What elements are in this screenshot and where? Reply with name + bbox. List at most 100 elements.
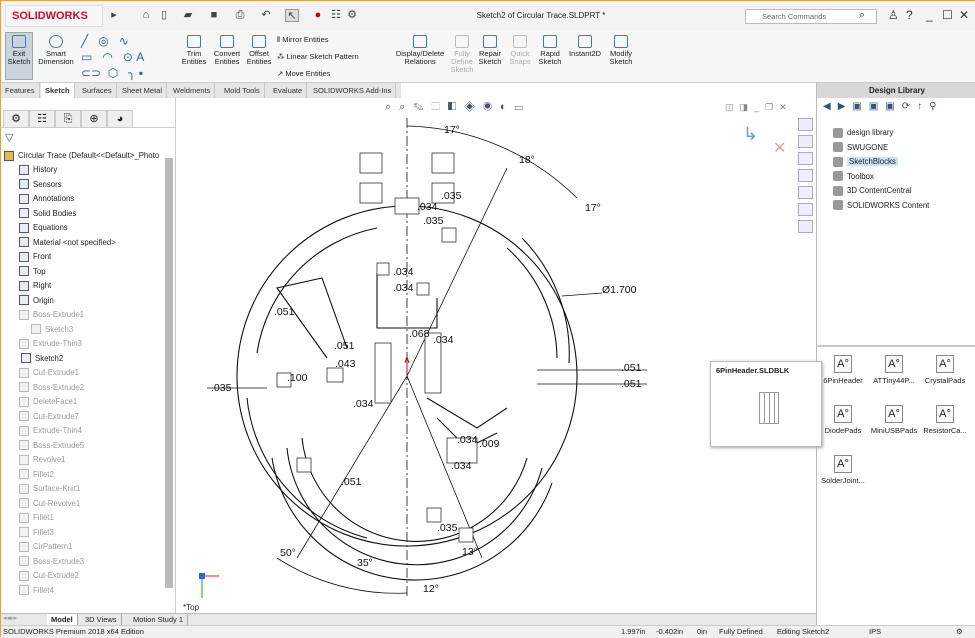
tree-item[interactable]: Cut-Revolve1 xyxy=(19,497,80,511)
tree-item[interactable]: Sketch2 xyxy=(21,352,63,366)
solidworks-logo[interactable]: SOLIDWORKS xyxy=(5,5,103,27)
tree-item[interactable]: Fillet3 xyxy=(19,526,54,540)
point-icon[interactable]: ▪ xyxy=(138,66,144,80)
exit-sketch-button[interactable]: Exit Sketch xyxy=(5,32,33,80)
library-item[interactable]: SOLIDWORKS Content xyxy=(825,199,929,213)
tree-item[interactable]: Boss-Extrude3 xyxy=(19,555,84,569)
tree-item[interactable]: Cut-Extrude2 xyxy=(19,569,79,583)
tree-item[interactable]: Boss-Extrude1 xyxy=(19,308,84,322)
expand-menu-icon[interactable]: ▸ xyxy=(111,9,117,21)
library-item[interactable]: SWUGONE xyxy=(825,141,888,155)
fillet-icon[interactable]: ╮ xyxy=(128,66,136,80)
dimension-label[interactable]: .051 xyxy=(621,362,642,374)
tab-sheet-metal[interactable]: Sheet Metal xyxy=(118,83,168,98)
tree-item[interactable]: History xyxy=(19,163,57,177)
home-icon[interactable]: ⌂ xyxy=(142,9,150,21)
rebuild-icon[interactable]: ● xyxy=(314,9,322,21)
tree-item[interactable]: DeleteFace1 xyxy=(19,395,77,409)
tab-weldments[interactable]: Weldments xyxy=(169,83,216,98)
tree-item[interactable]: Front xyxy=(19,250,51,264)
rebuild-status-icon[interactable]: ⚙ xyxy=(956,627,963,636)
tab-motion-study[interactable]: Motion Study 1 xyxy=(129,614,189,626)
library-item[interactable]: 3D ContentCentral xyxy=(825,184,912,198)
dimension-label[interactable]: .035 xyxy=(441,190,462,202)
display-delete-relations-button[interactable]: Display/Delete Relations xyxy=(393,33,447,66)
tree-item[interactable]: Fillet4 xyxy=(19,584,54,598)
ellipse-icon[interactable]: ⊙ xyxy=(122,50,133,64)
text-icon[interactable]: A xyxy=(136,50,145,64)
task-pane-resources-tab[interactable] xyxy=(798,135,813,148)
tree-item[interactable]: Annotations xyxy=(19,192,74,206)
dimension-label[interactable]: .034 xyxy=(451,460,472,472)
sketch-block-item[interactable]: A°MiniUSBPads xyxy=(868,405,920,435)
sketch-block-item[interactable]: A°ResistorCa... xyxy=(919,405,971,435)
dimension-label[interactable]: 13° xyxy=(462,546,478,558)
dimension-label[interactable]: 17° xyxy=(585,202,601,214)
search-commands-input[interactable]: Search Commands xyxy=(745,9,877,24)
dimension-label[interactable]: 17° xyxy=(444,124,460,136)
dimension-label[interactable]: .051 xyxy=(274,306,295,318)
tree-item[interactable]: Equations xyxy=(19,221,68,235)
convert-entities-button[interactable]: Convert Entities xyxy=(211,33,243,66)
modify-sketch-button[interactable]: Modify Sketch xyxy=(605,33,637,66)
rectangle-icon[interactable]: ▭ xyxy=(81,50,93,64)
property-manager-tab[interactable]: ☷ xyxy=(29,110,55,128)
sketch-block-item[interactable]: A°ATTiny44P... xyxy=(868,355,920,385)
library-item[interactable]: SketchBlocks xyxy=(825,155,898,169)
sketch-block-item[interactable]: A°DiodePads xyxy=(817,405,869,435)
tree-item[interactable]: Origin xyxy=(19,294,54,308)
tab-evaluate[interactable]: Evaluate xyxy=(269,83,308,98)
tab-sketch[interactable]: Sketch xyxy=(41,83,75,98)
dimension-label[interactable]: .035 xyxy=(437,522,458,534)
fully-define-sketch-button[interactable]: Fully Define Sketch xyxy=(449,33,475,74)
dimension-label[interactable]: .009 xyxy=(479,438,500,450)
sketch-entities-group[interactable]: ╱ ◎ ∿ ▭ ◠ ⊙ A ⊂⊃ ⬡ ╮ ▪ xyxy=(81,33,173,80)
dimension-label[interactable]: .051 xyxy=(334,340,355,352)
dimension-label[interactable]: .034 xyxy=(433,334,454,346)
task-pane-appearances-tab[interactable] xyxy=(798,186,813,199)
task-pane-design-library-tab[interactable] xyxy=(798,152,813,165)
tab-3d-views[interactable]: 3D Views xyxy=(81,614,122,626)
help-icon[interactable]: ? xyxy=(906,8,913,22)
rapid-sketch-button[interactable]: Rapid Sketch xyxy=(537,33,563,66)
dimension-label[interactable]: .043 xyxy=(335,358,356,370)
options-gear-icon[interactable]: ⚙ xyxy=(347,9,357,21)
pane-splitter[interactable] xyxy=(817,345,975,347)
circle-icon[interactable]: ◎ xyxy=(98,34,109,48)
library-toolbar[interactable]: ◀▶▣▣▣⟳↑⚲ xyxy=(823,101,944,112)
tree-item[interactable]: Top xyxy=(19,265,46,279)
tree-item[interactable]: Right xyxy=(19,279,51,293)
dimension-label[interactable]: .034 xyxy=(457,434,478,446)
units-selector[interactable]: IPS xyxy=(869,627,882,636)
tree-item[interactable]: Material <not specified> xyxy=(19,236,116,250)
task-pane-custom-properties-tab[interactable] xyxy=(798,203,813,216)
print-icon[interactable]: ⎙ xyxy=(235,9,245,21)
task-pane-home-tab[interactable] xyxy=(798,118,813,131)
tab-model[interactable]: Model xyxy=(47,614,78,626)
polygon-icon[interactable]: ⬡ xyxy=(107,66,119,80)
tree-item[interactable]: Fillet2 xyxy=(19,468,54,482)
feature-manager-tab[interactable]: ⚙ xyxy=(3,110,29,128)
task-pane-forum-tab[interactable] xyxy=(798,220,813,233)
user-icon[interactable]: ♙ xyxy=(888,8,899,22)
configuration-manager-tab[interactable]: ⎘ xyxy=(55,110,81,128)
tab-surfaces[interactable]: Surfaces xyxy=(78,83,117,98)
tree-root[interactable]: Circular Trace (Default<<Default>_Photo xyxy=(4,149,159,163)
tab-features[interactable]: Features xyxy=(1,83,40,98)
tree-item[interactable]: Surface-Knit1 xyxy=(19,482,80,496)
tree-item[interactable]: Solid Bodies xyxy=(19,207,76,221)
quick-snaps-button[interactable]: Quick Snaps xyxy=(507,33,533,66)
tree-item[interactable]: Sketch3 xyxy=(31,323,73,337)
filter-icon[interactable]: ▽ xyxy=(5,132,14,144)
tree-item[interactable]: Cut-Extrude1 xyxy=(19,366,79,380)
dimension-label[interactable]: 12° xyxy=(423,583,439,595)
sketch-block-item[interactable]: A°6PinHeader xyxy=(817,355,869,385)
graphics-area[interactable]: ⌕⌕✎⬚◧◈◉◐▭ ◫◨_❐✕ ↳ ✕ xyxy=(177,98,816,613)
tab-mold-tools[interactable]: Mold Tools xyxy=(220,83,265,98)
tree-item[interactable]: Boss-Extrude5 xyxy=(19,439,84,453)
dimension-label[interactable]: Ø1.700 xyxy=(602,284,637,296)
arc-icon[interactable]: ◠ xyxy=(102,50,113,64)
mirror-entities-button[interactable]: ⫴ Mirror Entities xyxy=(277,35,329,45)
dimension-label[interactable]: .051 xyxy=(341,476,362,488)
tree-item[interactable]: Boss-Extrude2 xyxy=(19,381,84,395)
